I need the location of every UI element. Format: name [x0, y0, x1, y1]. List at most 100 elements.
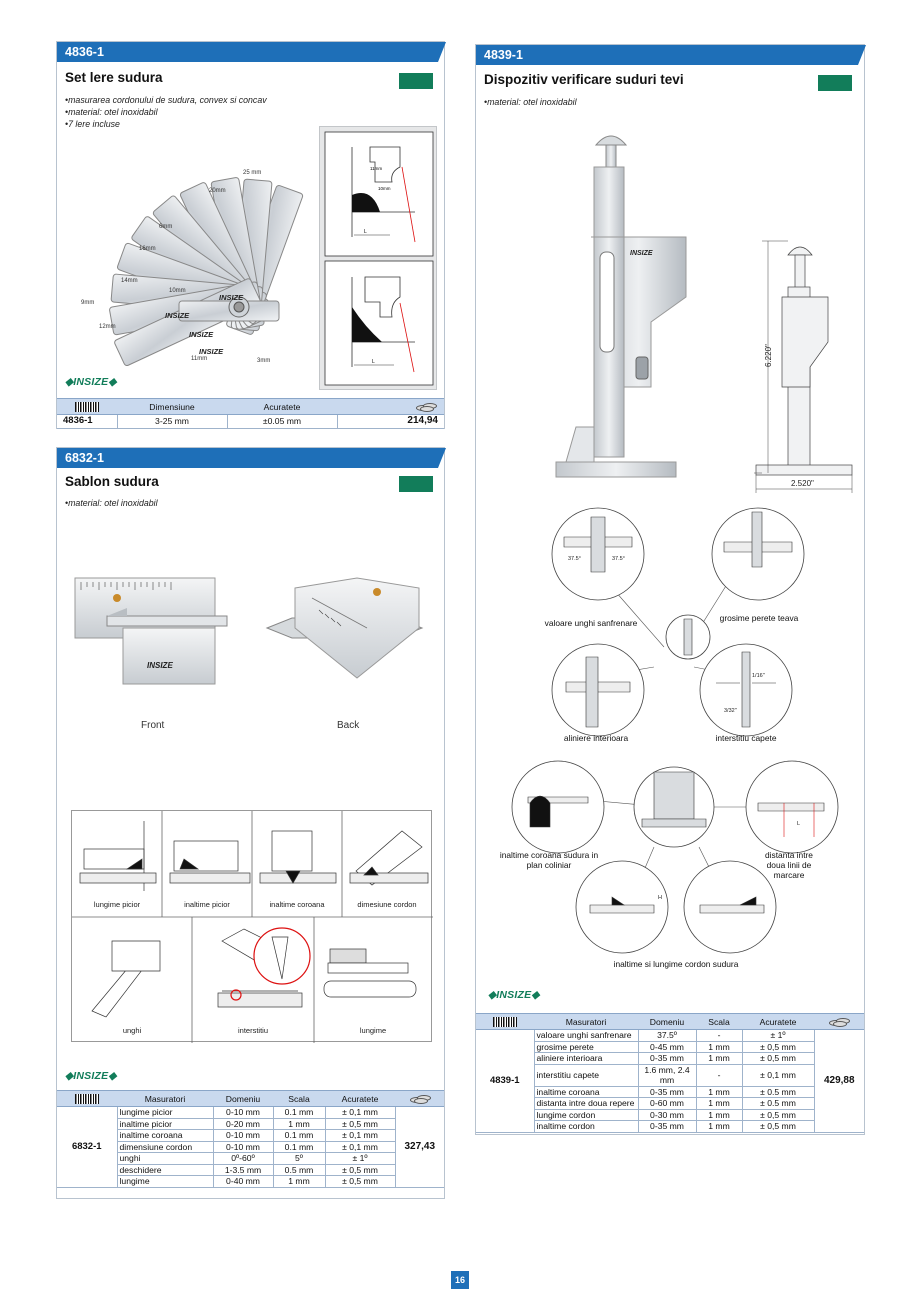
table-cell: 0-10 mm: [212, 1140, 274, 1153]
table-cell: 5º: [272, 1152, 326, 1165]
insize-logo: ◆INSIZE◆: [65, 376, 117, 388]
table-cell: 1.6 mm, 2.4 mm: [637, 1063, 697, 1087]
usage-caption: dimesiune cordon: [357, 900, 416, 909]
diagram-mark: 37.5°: [568, 556, 581, 562]
table-cell: ± 0,5 mm: [741, 1120, 815, 1133]
price-coins-icon: [814, 1013, 864, 1030]
diagram-label: L: [364, 229, 367, 235]
table-cell: ± 0,5 mm: [324, 1175, 396, 1188]
product-code-header: 6832-1: [57, 448, 446, 468]
table-cell: ± 0,1 mm: [741, 1063, 815, 1087]
table-cell: dimensiune cordon: [116, 1140, 214, 1153]
feature-list: masurarea cordonului de sudura, convex s…: [65, 94, 267, 130]
table-header-row: Masuratori Domeniu Scala Acuratete: [476, 1013, 864, 1030]
product-card-4836-1: 4836-1 Set lere sudura masurarea cordonu…: [56, 41, 446, 429]
diagram-caption: aliniere interioara: [563, 733, 629, 743]
table-cell: distanta intre doua repere: [533, 1097, 639, 1110]
feature-list: material: otel inoxidabil: [65, 497, 157, 509]
gauge-mark: 16mm: [139, 246, 156, 252]
usage-caption: interstitiu: [238, 1026, 268, 1035]
table-cell: 0-35 mm: [637, 1052, 697, 1065]
table-cell: 0-45 mm: [637, 1040, 697, 1053]
table-row: inaltime coroana 0-35 mm 1 mm ± 0.5 mm: [476, 1085, 864, 1098]
barcode-icon: [57, 398, 117, 415]
usage-caption: inaltime picior: [184, 900, 230, 909]
table-row: distanta intre doua repere 0-60 mm 1 mm …: [476, 1097, 864, 1110]
brand-engraving: INSIZE: [630, 250, 653, 257]
price-cell: 214,94: [336, 414, 444, 429]
table-cell: ± 1º: [741, 1029, 815, 1042]
table-cell: valoare unghi sanfrenare: [533, 1029, 639, 1042]
spec-table: Masuratori Domeniu Scala Acuratete 4839-…: [476, 1013, 864, 1133]
feature-item: material: otel inoxidabil: [484, 96, 576, 108]
table-cell: 0-40 mm: [212, 1175, 274, 1188]
gauge-mark: 14mm: [121, 278, 138, 284]
brand-engraving: INSIZE: [199, 347, 224, 356]
table-row: lungime cordon 0-30 mm 1 mm ± 0,5 mm: [476, 1108, 864, 1121]
diagram-caption: interstitiu capete: [715, 733, 777, 743]
green-tag: [399, 476, 433, 492]
gauge-mark: 3mm: [257, 358, 270, 364]
price-cell: 327,43: [394, 1106, 444, 1188]
price-cell: 429,88: [813, 1029, 864, 1133]
product-title: Dispozitiv verificare suduri tevi: [484, 72, 684, 87]
diagram-caption: distanta intre doua linii de marcare: [765, 850, 813, 880]
insize-logo: ◆INSIZE◆: [488, 989, 540, 1001]
product-title: Sablon sudura: [65, 474, 159, 489]
table-cell: 1-3.5 mm: [212, 1163, 274, 1176]
diagram-mark: H: [658, 895, 662, 901]
table-cell: 1 mm: [695, 1085, 743, 1098]
diagram-label: L: [372, 359, 375, 365]
diagram-caption: grosime perete teava: [719, 613, 799, 623]
table-cell: ± 0.5 mm: [741, 1085, 815, 1098]
table-cell: -: [695, 1029, 743, 1042]
table-cell: 0-10 mm: [212, 1129, 274, 1142]
usage-diagrams: 37.5° 37.5° 1/16" 3/32" L H: [511, 507, 839, 954]
column-header: Acuratete: [325, 1090, 395, 1107]
column-header: Masuratori: [534, 1013, 638, 1030]
feature-item: material: otel inoxidabil: [65, 106, 267, 118]
feature-item: material: otel inoxidabil: [65, 497, 157, 509]
column-header: Domeniu: [638, 1013, 696, 1030]
diagram-mark: 1/16": [752, 673, 765, 679]
table-cell: ± 0,5 mm: [741, 1052, 815, 1065]
table-cell: ± 0.5 mm: [741, 1097, 815, 1110]
product-card-4839-1: 4839-1 Dispozitiv verificare suduri tevi…: [475, 44, 866, 1135]
photo-caption: Front: [141, 720, 165, 731]
table-cell: lungime: [116, 1175, 214, 1188]
table-cell: ± 0,5 mm: [324, 1117, 396, 1130]
column-header: Scala: [273, 1090, 325, 1107]
usage-diagram: 11mm 10mm L L: [324, 131, 434, 386]
diagram-caption: valoare unghi sanfrenare: [544, 618, 638, 628]
brand-engraving: INSIZE: [189, 330, 214, 339]
table-header-row: Masuratori Domeniu Scala Acuratete: [57, 1090, 444, 1107]
table-row: 4839-1 valoare unghi sanfrenare 37.5º - …: [476, 1029, 864, 1133]
table-cell: 3-25 mm: [116, 414, 228, 429]
usage-caption: lungime: [360, 1026, 386, 1035]
table-cell: inaltime coroana: [116, 1129, 214, 1142]
table-header-row: Dimensiune Acuratete: [57, 398, 444, 415]
table-cell: 0-10 mm: [212, 1106, 274, 1119]
column-header: Domeniu: [213, 1090, 273, 1107]
table-row: lungime 0-40 mm 1 mm ± 0,5 mm: [57, 1175, 444, 1188]
table-cell: ± 0,5 mm: [741, 1040, 815, 1053]
spec-table: Masuratori Domeniu Scala Acuratete 6832-…: [57, 1090, 444, 1188]
price-coins-icon: [337, 398, 444, 415]
table-cell: 1 mm: [272, 1117, 326, 1130]
diagram-caption: inaltime coroana sudura in plan coliniar: [499, 850, 599, 870]
table-cell: inaltime picior: [116, 1117, 214, 1130]
table-cell: 1 mm: [695, 1040, 743, 1053]
product-code-header: 4839-1: [476, 45, 866, 65]
table-cell: 0.1 mm: [272, 1129, 326, 1142]
table-row: interstitiu capete 1.6 mm, 2.4 mm - ± 0,…: [476, 1063, 864, 1087]
feature-item: masurarea cordonului de sudura, convex s…: [65, 94, 267, 106]
column-header: Dimensiune: [117, 398, 227, 415]
gauge-set-image: 11mm 10mm 9mm 12mm 14mm 16mm 20mm 3mm 25…: [81, 170, 304, 367]
dimension-label: 6.220": [764, 344, 773, 367]
feature-item: 7 lere incluse: [65, 118, 267, 130]
brand-engraving: INSIZE: [165, 311, 190, 320]
table-row: dimensiune cordon 0-10 mm 0.1 mm ± 0,1 m…: [57, 1140, 444, 1153]
product-title: Set lere sudura: [65, 70, 163, 85]
table-cell: 1 mm: [695, 1097, 743, 1110]
diagram-label: 11mm: [370, 166, 382, 171]
